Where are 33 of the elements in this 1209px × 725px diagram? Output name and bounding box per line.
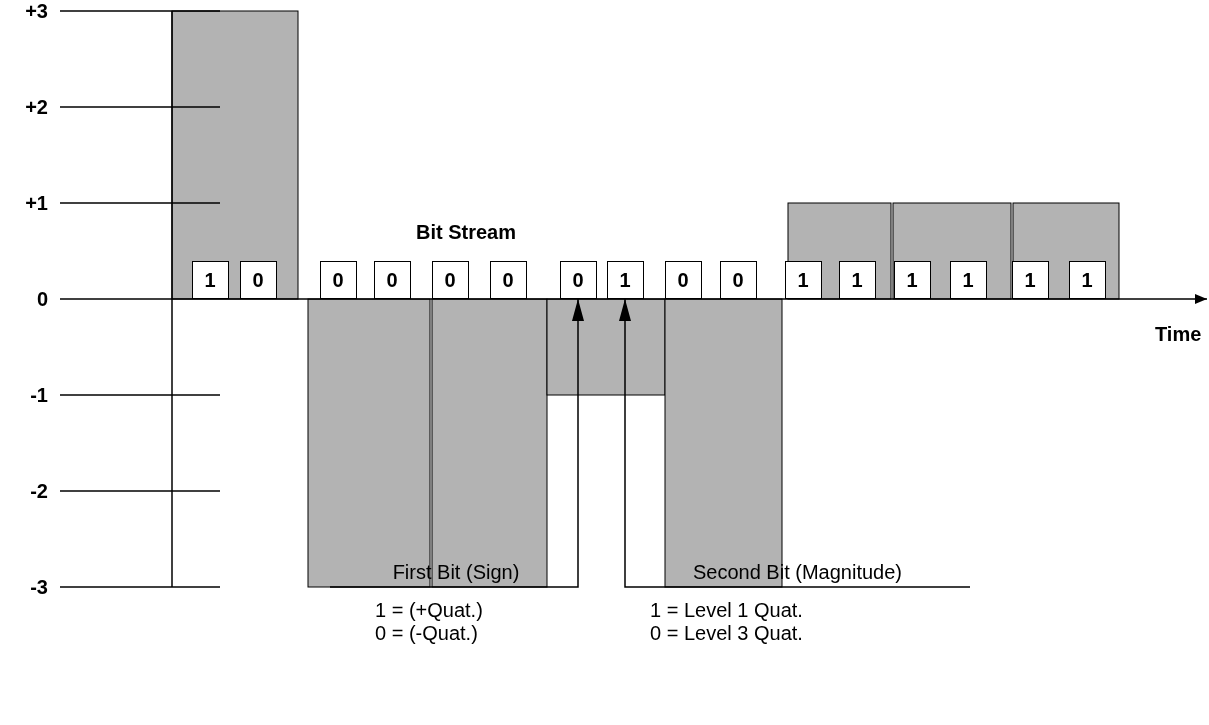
- bit-box: 1: [893, 261, 931, 299]
- section-heading: Bit Stream: [416, 220, 517, 244]
- legend-note: 1 = Level 1 Quat.: [650, 598, 803, 622]
- bit-box: 0: [719, 261, 757, 299]
- bit-box: 1: [784, 261, 822, 299]
- bit-box: 0: [319, 261, 357, 299]
- leader-line: [329, 298, 584, 588]
- bit-box: 1: [1068, 261, 1106, 299]
- caption-text: Second Bit (Magnitude): [625, 560, 970, 584]
- tick-label: -1: [30, 383, 48, 407]
- legend-note: 0 = Level 3 Quat.: [650, 621, 803, 645]
- legend-note: 1 = (+Quat.): [375, 598, 483, 622]
- bit-box: 1: [838, 261, 876, 299]
- tick-label: 0: [36, 287, 48, 311]
- bit-box: 1: [949, 261, 987, 299]
- bit-box: 0: [559, 261, 597, 299]
- tick-label: +3: [25, 0, 48, 23]
- tick-label: -2: [30, 479, 48, 503]
- legend-note: 0 = (-Quat.): [375, 621, 478, 645]
- bit-box: 1: [191, 261, 229, 299]
- bit-box: 0: [373, 261, 411, 299]
- leader-line: [619, 298, 971, 588]
- bit-box: 0: [664, 261, 702, 299]
- axis-title: Time: [1155, 322, 1202, 346]
- bit-box: 0: [489, 261, 527, 299]
- bit-box: 0: [431, 261, 469, 299]
- tick-label: +1: [25, 191, 48, 215]
- caption-text: First Bit (Sign): [330, 560, 582, 584]
- tick-label: -3: [30, 575, 48, 599]
- tick-label: +2: [25, 95, 48, 119]
- bit-box: 1: [1011, 261, 1049, 299]
- bit-box: 0: [239, 261, 277, 299]
- bit-box: 1: [606, 261, 644, 299]
